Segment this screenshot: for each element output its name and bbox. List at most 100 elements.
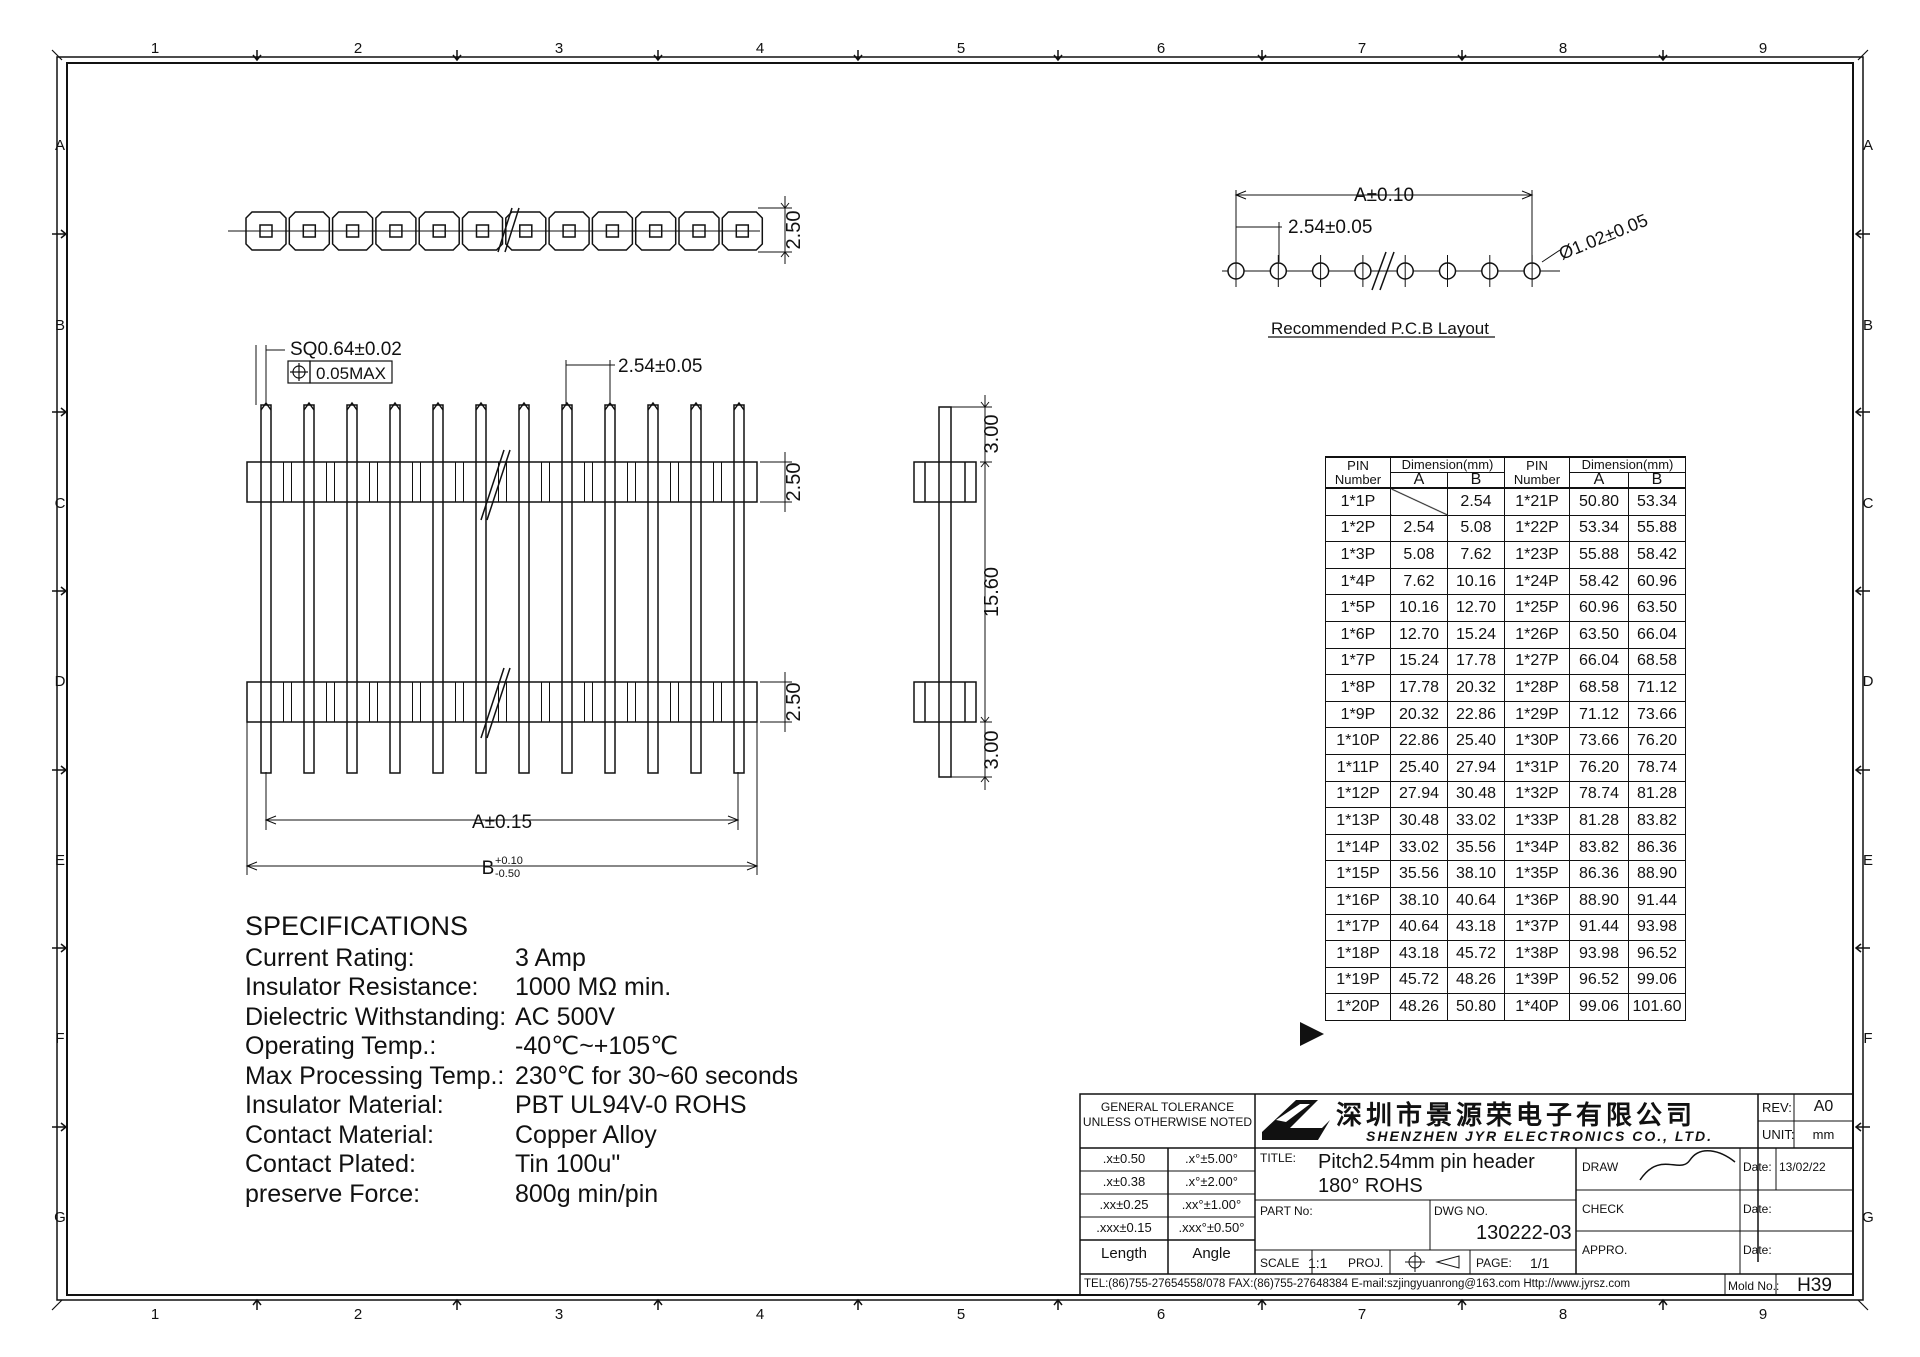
- table-cell: 73.66: [1569, 727, 1629, 755]
- frame-arrow-icon: [252, 1298, 262, 1310]
- table-cell: 35.56: [1390, 860, 1448, 888]
- table-cell: 20.32: [1390, 700, 1448, 729]
- header-pin-line1: PIN: [1347, 457, 1369, 473]
- table-cell: 30.48: [1447, 780, 1505, 809]
- table-cell: 5.08: [1390, 541, 1448, 569]
- dimension-table: PIN Number Dimension(mm) PIN Number Dime…: [1325, 456, 1686, 1021]
- table-cell: 7.62: [1390, 567, 1448, 596]
- frame-col-label: 3: [555, 1306, 563, 1323]
- table-cell: 1*19P: [1325, 966, 1391, 995]
- table-cell: 25.40: [1447, 727, 1505, 755]
- frame-row-label: F: [55, 1030, 64, 1047]
- top-view-pad: [591, 211, 634, 251]
- dwg-label: DWG NO.: [1434, 1204, 1488, 1218]
- top-view-pin-square: [259, 224, 273, 238]
- frame-arrow-icon: [853, 1298, 863, 1310]
- table-pointer-icon: [1300, 1022, 1324, 1046]
- frame-arrow-icon: [853, 50, 863, 62]
- frame-arrow-icon: [52, 943, 68, 953]
- title-line2: 180° ROHS: [1318, 1175, 1423, 1197]
- table-cell: 30.48: [1390, 807, 1448, 835]
- frame-col-label: 6: [1157, 40, 1165, 57]
- table-cell: 71.12: [1569, 700, 1629, 729]
- frame-arrow-icon: [1854, 765, 1870, 775]
- frame-arrow-icon: [1854, 229, 1870, 239]
- front-view-a-label: A±0.15: [472, 812, 532, 833]
- table-cell: 50.80: [1447, 993, 1505, 1021]
- table-cell: 22.86: [1447, 700, 1505, 729]
- table-cell: 88.90: [1628, 860, 1686, 888]
- frame-row-label: A: [1863, 137, 1873, 154]
- table-cell: 1*40P: [1504, 993, 1570, 1021]
- frame-col-label: 2: [354, 40, 362, 57]
- length-label: Length: [1101, 1245, 1147, 1262]
- frame-arrow-icon: [653, 50, 663, 62]
- side-view-dim-2: 15.60: [981, 567, 1003, 617]
- table-cell: 71.12: [1628, 674, 1686, 702]
- front-view-pin: [389, 404, 401, 774]
- header-pin-line1-right: PIN: [1526, 457, 1548, 473]
- spec-value: 1000 MΩ min.: [515, 973, 672, 1001]
- front-view-pin: [303, 404, 315, 774]
- tolerance-cell: .xx°±1.00°: [1181, 1197, 1242, 1212]
- frame-col-label: 9: [1759, 1306, 1767, 1323]
- table-cell: 53.34: [1628, 487, 1686, 516]
- spec-label: Contact Material:: [245, 1120, 434, 1149]
- frame-arrow-icon: [52, 586, 68, 596]
- table-cell: 1*15P: [1325, 860, 1391, 888]
- frame-arrow-icon: [1257, 50, 1267, 62]
- frame-arrow-icon: [1053, 50, 1063, 62]
- table-cell: 81.28: [1569, 807, 1629, 835]
- tolerance-title-line2: UNLESS OTHERWISE NOTED: [1082, 1115, 1253, 1129]
- frame-arrow-icon: [52, 407, 68, 417]
- front-view-pin: [432, 404, 444, 774]
- part-label: PART No:: [1260, 1204, 1313, 1218]
- rev-label: REV:: [1762, 1100, 1792, 1115]
- table-cell: 78.74: [1628, 753, 1686, 782]
- frame-row-label: F: [1863, 1030, 1872, 1047]
- table-cell: 1*26P: [1504, 620, 1570, 649]
- table-cell: 83.82: [1628, 807, 1686, 835]
- tolerance-cell: .x±0.50: [1102, 1151, 1146, 1166]
- pcb-layout: [1222, 190, 1561, 338]
- frame-arrow-icon: [452, 50, 462, 62]
- table-cell: 76.20: [1569, 753, 1629, 782]
- page-value: 1/1: [1530, 1255, 1550, 1271]
- frame-arrow-icon: [1854, 407, 1870, 417]
- spec-row: Contact Plated:Tin 100u": [245, 1150, 798, 1180]
- table-cell: 83.82: [1569, 833, 1629, 862]
- appro-label: APPRO.: [1582, 1243, 1628, 1257]
- frame-row-label: G: [54, 1209, 66, 1226]
- table-cell: 27.94: [1390, 780, 1448, 809]
- top-view-pin-square: [389, 224, 403, 238]
- spec-value: 800g min/pin: [515, 1179, 659, 1208]
- frame-col-label: 4: [756, 1306, 764, 1323]
- frame-arrow-icon: [1658, 1298, 1668, 1310]
- frame-col-label: 7: [1358, 40, 1366, 57]
- table-cell: 76.20: [1628, 727, 1686, 755]
- table-cell: 27.94: [1447, 753, 1505, 782]
- frame-arrow-icon: [1658, 50, 1668, 62]
- frame-arrow-icon: [1257, 1298, 1267, 1310]
- table-cell: 96.52: [1628, 940, 1686, 968]
- frame-row-label: D: [55, 673, 66, 690]
- spec-label: preserve Force:: [245, 1179, 421, 1208]
- tolerance-cell: .x°±5.00°: [1185, 1151, 1238, 1166]
- spec-row: Max Processing Temp.:230℃ for 30~60 seco…: [245, 1062, 798, 1092]
- frame-row-label: B: [55, 317, 65, 334]
- front-view-pin-tip: [647, 401, 659, 411]
- front-view-pin-tip: [303, 401, 315, 411]
- company-name-cn: 深圳市景源荣电子有限公司: [1336, 1100, 1697, 1130]
- pcb-pitch-label: 2.54±0.05: [1288, 217, 1372, 238]
- table-cell: 1*38P: [1504, 940, 1570, 968]
- table-cell: 1*37P: [1504, 913, 1570, 942]
- front-view-pin: [518, 404, 530, 774]
- top-view-pin-square: [302, 224, 317, 238]
- table-cell: 66.04: [1628, 620, 1686, 649]
